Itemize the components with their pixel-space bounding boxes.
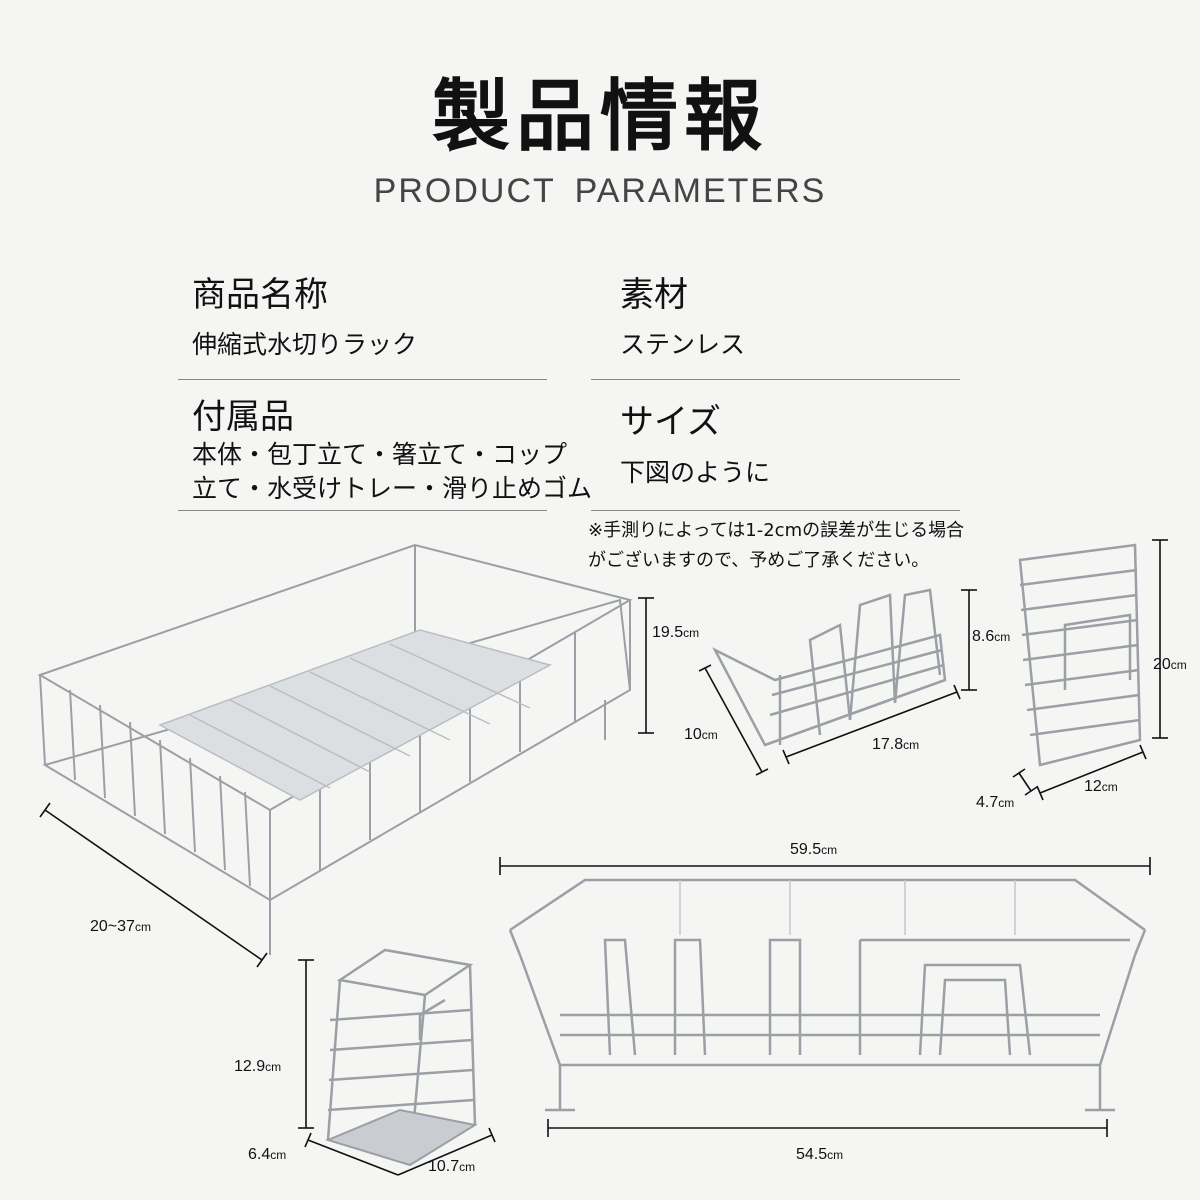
dim-cup-width: 12cm <box>1084 778 1118 795</box>
measurement-note-line-1: ※手測りによっては1-2cmの誤差が生じる場合 <box>588 520 965 541</box>
dim-chop-width: 10.7cm <box>428 1158 476 1175</box>
chopstick-holder-photo <box>325 948 478 1167</box>
dim-chop-height: 12.9cm <box>234 1058 282 1075</box>
main-rack-photo <box>37 543 633 955</box>
dim-cup-depth: 4.7cm <box>976 794 1015 811</box>
measurement-note: ※手測りによっては1-2cmの誤差が生じる場合 がございますので、予めご了承くだ… <box>588 516 964 575</box>
page-subtitle: PRODUCT PARAMETERS <box>373 172 827 210</box>
dim-main-depth: 20~37cm <box>90 918 151 935</box>
dim-knife-depth: 10cm <box>684 726 718 743</box>
accessories-line-1: 本体・包丁立て・箸立て・コップ <box>192 440 568 469</box>
material-value: ステンレス <box>620 330 746 359</box>
divider <box>178 379 547 380</box>
dim-knife-width: 17.8cm <box>872 736 920 753</box>
knife-holder-photo <box>712 588 947 747</box>
dim-knife-height: 8.6cm <box>972 628 1011 645</box>
size-value: 下図のように <box>620 458 771 487</box>
product-name-value: 伸縮式水切りラック <box>192 330 418 359</box>
dim-main-height: 19.5cm <box>652 624 700 641</box>
dim-cup-height: 20cm <box>1153 656 1187 673</box>
rack-front-photo <box>508 878 1147 1112</box>
dim-front-width-top: 59.5cm <box>790 841 838 858</box>
cup-holder-photo <box>1018 543 1142 767</box>
dim-front-width-bottom: 54.5cm <box>796 1146 844 1163</box>
product-name-label: 商品名称 <box>192 275 328 315</box>
page-title: 製品情報 <box>431 71 768 162</box>
accessories-line-2: 立て・水受けトレー・滑り止めゴム <box>192 474 593 503</box>
dim-chop-depth: 6.4cm <box>248 1146 287 1163</box>
size-label: サイズ <box>620 402 721 442</box>
divider <box>178 510 547 511</box>
measurement-note-line-2: がございますので、予めご了承ください。 <box>588 549 930 571</box>
accessories-label: 付属品 <box>192 397 294 437</box>
material-label: 素材 <box>620 275 688 315</box>
divider <box>591 510 960 511</box>
divider <box>591 379 960 380</box>
